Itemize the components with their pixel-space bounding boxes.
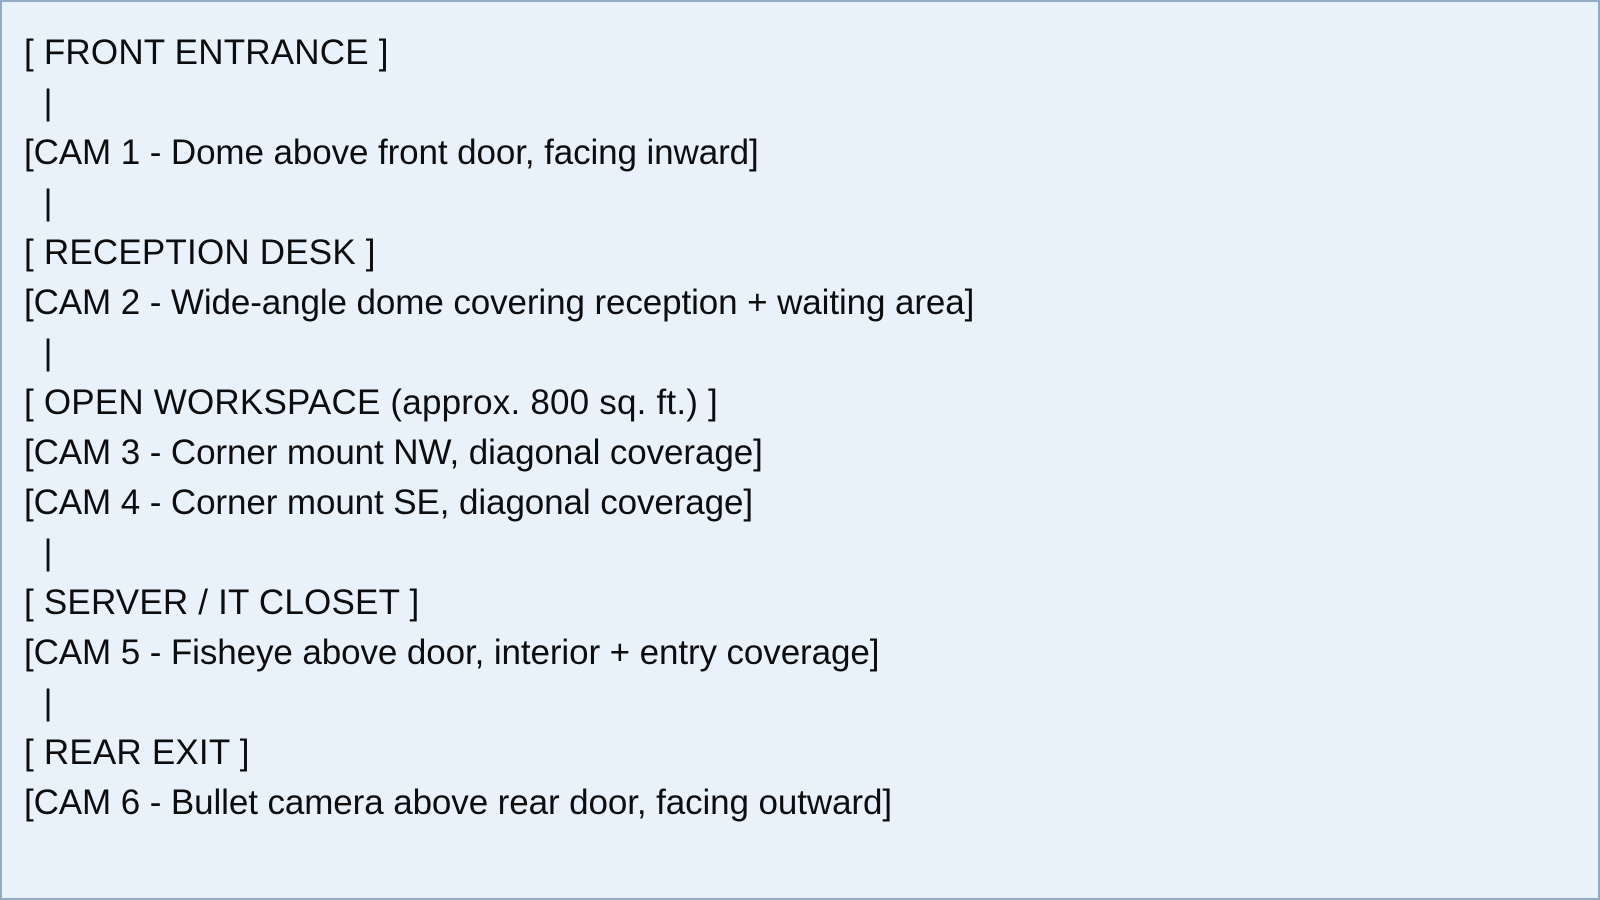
tree-connector-line: | <box>24 83 53 122</box>
zone-label-line: [ RECEPTION DESK ] <box>24 233 376 272</box>
tree-connector-line: | <box>24 533 53 572</box>
zone-label-line: [ SERVER / IT CLOSET ] <box>24 583 420 622</box>
camera-entry-line: [CAM 1 - Dome above front door, facing i… <box>24 133 759 172</box>
camera-layout-text: [ FRONT ENTRANCE ] | [CAM 1 - Dome above … <box>24 28 1598 828</box>
camera-entry-line: [CAM 2 - Wide-angle dome covering recept… <box>24 283 975 322</box>
tree-connector-line: | <box>24 333 53 372</box>
camera-entry-line: [CAM 6 - Bullet camera above rear door, … <box>24 783 892 822</box>
camera-entry-line: [CAM 5 - Fisheye above door, interior + … <box>24 633 880 672</box>
zone-label-line: [ FRONT ENTRANCE ] <box>24 33 389 72</box>
camera-entry-line: [CAM 3 - Corner mount NW, diagonal cover… <box>24 433 763 472</box>
camera-entry-line: [CAM 4 - Corner mount SE, diagonal cover… <box>24 483 754 522</box>
tree-connector-line: | <box>24 183 53 222</box>
tree-connector-line: | <box>24 683 53 722</box>
zone-label-line: [ REAR EXIT ] <box>24 733 250 772</box>
zone-label-line: [ OPEN WORKSPACE (approx. 800 sq. ft.) ] <box>24 383 718 422</box>
